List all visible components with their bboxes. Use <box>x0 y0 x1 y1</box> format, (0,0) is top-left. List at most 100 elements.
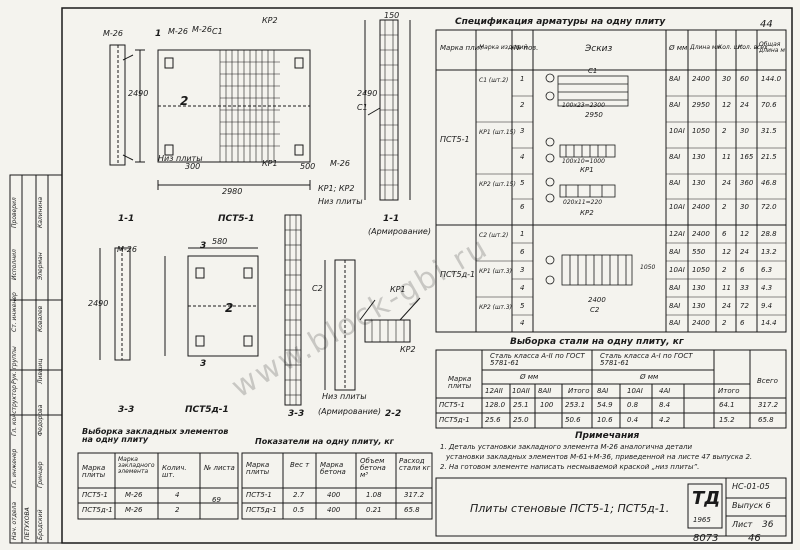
spec-header: Общая длина м <box>759 41 785 54</box>
embedded-header: № листа <box>204 464 235 472</box>
spec-cell-total-length: 70.6 <box>761 101 777 109</box>
embedded-cell-qty: 4 <box>175 491 180 499</box>
spec-cell-count-total: 165 <box>740 153 754 161</box>
sketch-label: 100х10=1000 <box>562 158 605 165</box>
steel-header: Итого <box>718 387 740 395</box>
spec-cell-diameter: 10АI <box>669 127 685 135</box>
indicators-title: Показатели на одну плиту, кг <box>255 437 394 446</box>
stamp-name: Лившиц <box>37 358 44 384</box>
dimension: 300 <box>185 162 201 171</box>
sketch-label: С1 <box>588 67 598 75</box>
embedded-cell-qty: 2 <box>175 506 180 514</box>
issue: Выпуск 6 <box>732 501 771 510</box>
embedded-cell-plate: ПСТ5-1 <box>82 491 108 499</box>
spec-cell-count: 30 <box>722 75 731 83</box>
steel-header: Итого <box>568 387 590 395</box>
spec-cell-item: КР2 (шт.3) <box>479 304 512 311</box>
spec-header: Ø мм <box>669 44 688 52</box>
label-m26: М-26 <box>103 29 123 38</box>
label-m26: М-26 <box>330 159 350 168</box>
spec-cell-item: С1 (шт.2) <box>479 77 509 84</box>
spec-cell-count: 2 <box>722 127 727 135</box>
steel-cell: ПСТ5д-1 <box>439 416 470 424</box>
spec-cell-count-total: 33 <box>740 284 749 292</box>
spec-cell-count-total: 6 <box>740 266 745 274</box>
steel-cell: 64.1 <box>719 401 735 409</box>
section-label: 1-1 <box>118 214 135 224</box>
spec-cell-count: 2 <box>722 203 727 211</box>
spec-cell-length: 2400 <box>692 75 710 83</box>
spec-cell-total-length: 6.3 <box>761 266 773 274</box>
number-label: 2 <box>225 301 234 315</box>
stamp-extra: ПЕТУХОВА <box>24 507 31 540</box>
sheet-title: Плиты стеновые ПСТ5-1; ПСТ5д-1. <box>470 502 670 515</box>
spec-cell-count-total: 12 <box>740 230 749 238</box>
spec-cell-pos: 4 <box>520 284 525 292</box>
steel-header: 10АI <box>627 387 643 395</box>
embedded-header: Марка плиты <box>82 464 106 479</box>
sketch-label: 2950 <box>585 111 603 119</box>
spec-cell-pos: 5 <box>520 302 525 310</box>
steel-cell: 54.9 <box>597 401 613 409</box>
steel-cell: 25.0 <box>513 416 529 424</box>
stamp-name: Федорова <box>37 404 44 436</box>
spec-cell-count-total: 72 <box>740 302 749 310</box>
indicators-header: Объем бетона м³ <box>360 457 386 479</box>
number-label: 1 <box>155 29 162 39</box>
stamp-name: Ковалев <box>37 305 44 332</box>
steel-cell: 4.2 <box>659 416 671 424</box>
spec-cell-count: 12 <box>722 101 731 109</box>
spec-cell-pos: 2 <box>520 101 525 109</box>
spec-cell-pos: 3 <box>520 266 525 274</box>
dimension: 2490 <box>357 89 378 98</box>
section-label: 3-3 <box>118 405 135 415</box>
sketch-label: 2400 <box>588 296 606 304</box>
spec-cell-plate: ПСТ5-1 <box>440 135 470 144</box>
spec-cell-count: 2 <box>722 266 727 274</box>
steel-cell: 0.4 <box>627 416 639 424</box>
steel-header: 8АII <box>538 387 552 395</box>
indicators-cell-volume: 1.08 <box>366 491 382 499</box>
spec-cell-count-total: 30 <box>740 203 749 211</box>
spec-cell-count: 11 <box>722 153 731 161</box>
spec-cell-diameter: 8АI <box>669 319 681 327</box>
section-label: 2-2 <box>385 409 402 419</box>
page-number: 44 <box>760 19 773 30</box>
number-label: 3 <box>200 241 207 251</box>
label-kp2: КР2 <box>400 345 416 354</box>
spec-cell-length: 1050 <box>692 127 710 135</box>
label-niz-plity: Низ плиты <box>158 154 203 163</box>
spec-cell-count: 24 <box>722 179 731 187</box>
label-kp1-kp2: КР1; КР2 <box>318 184 355 193</box>
spec-cell-count-total: 60 <box>740 75 749 83</box>
dimension: 2490 <box>88 299 109 308</box>
steel-cell: 65.8 <box>758 416 774 424</box>
logo: ТД <box>692 488 721 509</box>
spec-header: № поз. <box>514 44 539 52</box>
spec-cell-count: 11 <box>722 284 731 292</box>
indicators-header: Марка бетона <box>320 461 346 476</box>
list-number: 36 <box>762 520 774 530</box>
indicators-cell-weight: 2.7 <box>293 491 305 499</box>
steel-cell: 50.6 <box>565 416 581 424</box>
spec-cell-count: 12 <box>722 248 731 256</box>
steel-header: Сталь класса А-II по ГОСТ 5781-61 <box>490 352 585 367</box>
label-c2: С2 <box>312 284 323 293</box>
embedded-cell-plate: ПСТ5д-1 <box>82 506 113 514</box>
indicators-header: Марка плиты <box>246 461 270 476</box>
spec-cell-count-total: 6 <box>740 319 745 327</box>
indicators-cell-plate: ПСТ5-1 <box>246 491 272 499</box>
embedded-cell-element: М-26 <box>125 506 143 514</box>
spec-cell-length: 2400 <box>692 203 710 211</box>
indicators-cell-concrete: 400 <box>327 491 341 499</box>
note-line: 1. Деталь установки закладного элемента … <box>440 443 693 451</box>
spec-cell-length: 130 <box>692 302 706 310</box>
indicators-cell-steel: 65.8 <box>404 506 420 514</box>
steel-header: Ø мм <box>640 373 659 381</box>
series-code: НС-01-05 <box>732 482 770 491</box>
steel-header: 8АI <box>597 387 609 395</box>
notes-title: Примечания <box>575 431 640 441</box>
label-c1: С1 <box>212 27 223 36</box>
spec-cell-pos: 4 <box>520 319 525 327</box>
stamp-role: Рук. группы <box>11 346 18 384</box>
